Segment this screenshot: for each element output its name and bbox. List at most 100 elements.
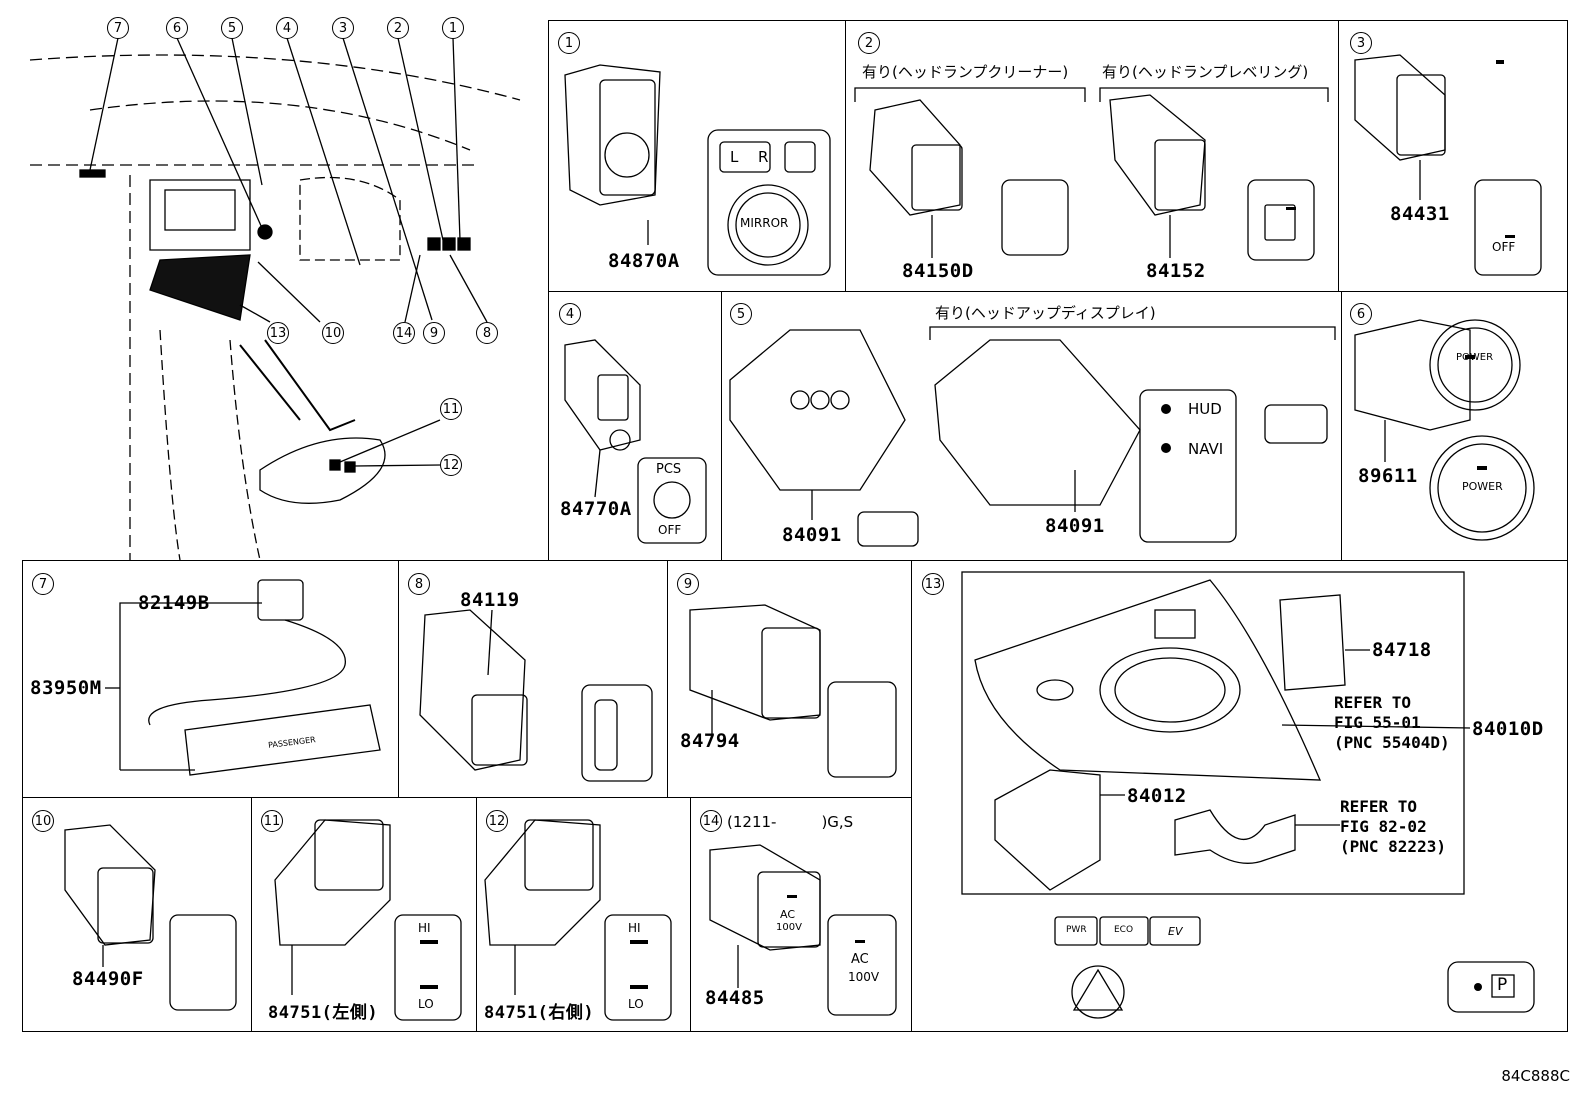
- panel-frame-4: [548, 291, 722, 561]
- seat-heater-left-art: [274, 819, 462, 1021]
- part-number: 84012: [1127, 785, 1187, 807]
- panel-frame-12: [476, 797, 691, 1032]
- panel-number: 6: [1350, 303, 1372, 325]
- dashboard-sketch: [29, 37, 521, 561]
- ac-label: AC: [780, 908, 796, 921]
- hi-label: HI: [418, 921, 431, 935]
- part-number: 84794: [680, 730, 740, 752]
- pcs-switch-art: [564, 339, 707, 544]
- part-number: 84431: [1390, 203, 1450, 225]
- option-header: 有り(ヘッドアップディスプレイ): [935, 304, 1156, 322]
- part-number: 84091: [1045, 515, 1105, 537]
- part-number: 84870A: [608, 250, 680, 272]
- panel-frame-3: [1338, 20, 1568, 292]
- pwr-label: PWR: [1066, 925, 1087, 935]
- panel-number: 11: [261, 810, 283, 832]
- sonar-switch-art: [64, 824, 237, 1011]
- console-panel-art: [961, 571, 1535, 1019]
- part-number: 84152: [1146, 260, 1206, 282]
- lo-label: LO: [628, 997, 644, 1011]
- overview-callout: 6: [166, 17, 188, 39]
- part-number: 84490F: [72, 968, 144, 990]
- panel-frame-5: [721, 291, 1342, 561]
- panel-number: 1: [558, 32, 580, 54]
- part-number: 84150D: [902, 260, 974, 282]
- part-number: 84751(左側): [268, 1003, 379, 1023]
- overview-callout: 3: [332, 17, 354, 39]
- part-number: 84770A: [560, 498, 632, 520]
- hud-label: HUD: [1188, 400, 1222, 418]
- power-label: POWER: [1462, 480, 1503, 493]
- option-header: 有り(ヘッドランプレベリング): [1102, 63, 1309, 81]
- panel-number: 8: [408, 573, 430, 595]
- voltage-label: 100V: [848, 970, 880, 984]
- part-number: 84091: [782, 524, 842, 546]
- panel-frame-11: [251, 797, 477, 1032]
- option-header: 有り(ヘッドランプクリーナー): [862, 63, 1069, 81]
- panel-frame-1: [548, 20, 846, 292]
- headlamp-switch-art: [854, 87, 1329, 261]
- overview-callout: 1: [442, 17, 464, 39]
- mirror-l-label: L: [730, 148, 739, 166]
- panel-number: 13: [922, 573, 944, 595]
- panel-number: 12: [486, 810, 508, 832]
- mirror-label: MIRROR: [740, 216, 789, 230]
- panel-number: 14: [700, 810, 722, 832]
- part-number: 84751(右側): [484, 1003, 595, 1023]
- drawing-code: 84C888C: [1501, 1067, 1570, 1085]
- eco-label: ECO: [1114, 925, 1134, 935]
- voltage-label: 100V: [776, 922, 802, 933]
- passenger-indicator-art: [105, 579, 381, 776]
- panel-frame-8: [398, 560, 668, 798]
- overview-callout: 12: [440, 454, 462, 476]
- off-label: OFF: [658, 523, 682, 537]
- part-number: 83950M: [30, 677, 102, 699]
- panel-number: 3: [1350, 32, 1372, 54]
- overview-callout: 13: [267, 322, 289, 344]
- overview-callout: 4: [276, 17, 298, 39]
- hud-switch-art: [729, 326, 1336, 547]
- power-label: POWER: [1456, 352, 1494, 363]
- power-switch-art: [1354, 319, 1535, 541]
- panel-frame-6: [1341, 291, 1568, 561]
- reference-note: REFER TO FIG 55-01 (PNC 55404D): [1334, 693, 1450, 752]
- overview-callout: 8: [476, 322, 498, 344]
- lo-label: LO: [418, 997, 434, 1011]
- overview-callout: 11: [440, 398, 462, 420]
- wiper-switch-art: [689, 604, 897, 778]
- panel-number: 5: [730, 303, 752, 325]
- panel-frame-13: [911, 560, 1568, 1032]
- panel-frame-14: [690, 797, 912, 1032]
- overview-callout: 9: [423, 322, 445, 344]
- reference-note: REFER TO FIG 82-02 (PNC 82223): [1340, 797, 1446, 856]
- overview-callout: 10: [322, 322, 344, 344]
- pcs-label: PCS: [656, 462, 682, 477]
- off-label: OFF: [1492, 240, 1516, 254]
- applicability-note: (1211- )G,S: [727, 813, 854, 831]
- part-number: 84010D: [1472, 718, 1544, 740]
- off-switch-art: [1354, 54, 1542, 276]
- part-number: 84119: [460, 589, 520, 611]
- mirror-r-label: R: [758, 148, 769, 166]
- part-number: 84485: [705, 987, 765, 1009]
- dimmer-switch-art: [419, 609, 653, 782]
- part-number: 82149B: [138, 592, 210, 614]
- hi-label: HI: [628, 921, 641, 935]
- seat-heater-right-art: [484, 819, 672, 1021]
- panel-number: 7: [32, 573, 54, 595]
- mirror-switch-art: [564, 64, 831, 276]
- part-number: 89611: [1358, 465, 1418, 487]
- park-label: P: [1497, 975, 1508, 995]
- overview-callout: 5: [221, 17, 243, 39]
- overview-callout: 14: [393, 322, 415, 344]
- part-number: 84718: [1372, 639, 1432, 661]
- panel-number: 9: [677, 573, 699, 595]
- panel-number: 4: [559, 303, 581, 325]
- panel-frame-9: [667, 560, 912, 798]
- panel-number: 2: [858, 32, 880, 54]
- navi-label: NAVI: [1188, 440, 1224, 458]
- panel-frame-10: [22, 797, 252, 1032]
- ac100v-switch-art: [709, 844, 897, 1016]
- overview-callout: 2: [387, 17, 409, 39]
